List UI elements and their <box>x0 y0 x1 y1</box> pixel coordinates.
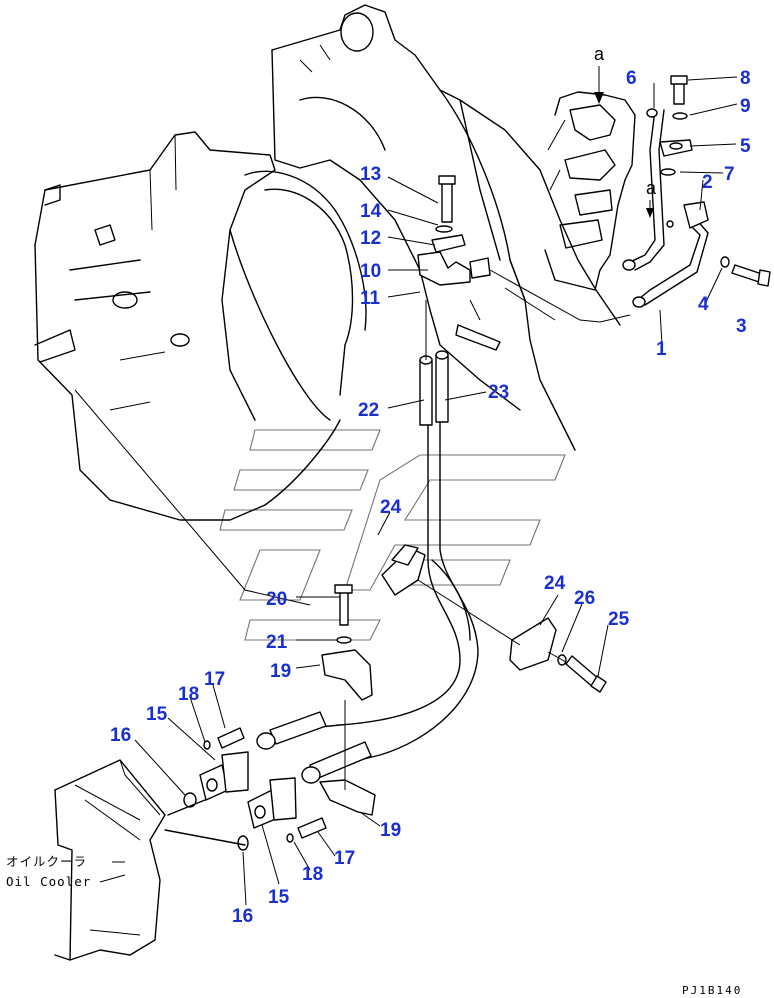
converter-housing <box>244 4 621 451</box>
callout-11: 11 <box>360 288 381 309</box>
callout-numbers: 6 8 9 5 2 7 4 3 1 13 14 12 10 11 22 23 2… <box>110 68 751 927</box>
callout-15a: 15 <box>146 704 168 725</box>
watermark-logo <box>219 429 566 641</box>
callout-23: 23 <box>488 382 509 403</box>
callout-8: 8 <box>740 68 751 89</box>
valve-body <box>544 91 636 291</box>
callout-19a: 19 <box>270 661 291 682</box>
oil-cooler-flanges <box>183 727 327 851</box>
center-fitting <box>417 175 631 351</box>
callout-16b: 16 <box>232 906 253 927</box>
callout-12: 12 <box>360 228 381 249</box>
callout-4: 4 <box>698 294 709 315</box>
callout-24a: 24 <box>380 497 402 518</box>
oil-cooler-label-jp: オイルクーラ <box>6 854 87 869</box>
leader-lines <box>74 76 738 906</box>
callout-7: 7 <box>724 164 735 185</box>
bolt-assembly-25 <box>547 651 607 693</box>
callout-2: 2 <box>702 172 713 193</box>
callout-5: 5 <box>740 136 751 157</box>
callout-9: 9 <box>740 96 751 117</box>
callout-18a: 18 <box>178 684 199 705</box>
callout-17a: 17 <box>204 669 225 690</box>
view-a-label-top: a <box>594 44 605 64</box>
callout-26: 26 <box>574 588 595 609</box>
callout-13: 13 <box>360 164 381 185</box>
callout-6: 6 <box>626 68 637 89</box>
oil-cooler-label: オイルクーラ Oil Cooler <box>6 854 126 889</box>
callout-16a: 16 <box>110 725 131 746</box>
callout-17b: 17 <box>334 848 355 869</box>
callout-19b: 19 <box>380 820 401 841</box>
callout-18b: 18 <box>302 864 323 885</box>
brackets <box>319 584 376 816</box>
callout-1: 1 <box>656 339 667 360</box>
callout-15b: 15 <box>268 887 290 908</box>
pipe-upper-assembly <box>622 75 771 308</box>
callout-25: 25 <box>608 609 630 630</box>
callout-14: 14 <box>360 201 382 222</box>
hoses <box>256 300 479 784</box>
view-a-label-side: a <box>646 178 657 198</box>
drawing-code: PJ1B140 <box>682 984 742 997</box>
callout-20: 20 <box>266 589 287 610</box>
engine-block <box>34 131 341 521</box>
callout-22: 22 <box>358 400 379 421</box>
callout-10: 10 <box>360 261 381 282</box>
oil-cooler-body <box>54 759 246 961</box>
callout-3: 3 <box>736 316 747 337</box>
callout-24b: 24 <box>544 573 566 594</box>
oil-cooler-label-en: Oil Cooler <box>6 874 91 889</box>
callout-21: 21 <box>266 632 288 653</box>
clamps <box>381 544 557 671</box>
view-a-marks: a a <box>594 44 657 218</box>
